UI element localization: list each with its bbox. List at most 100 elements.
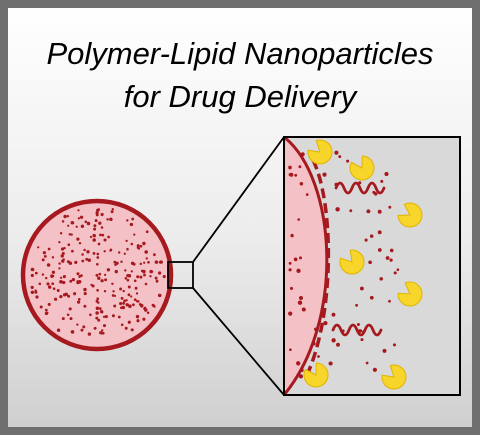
zoom-line-bottom: [192, 287, 285, 396]
panel-dot: [365, 361, 369, 365]
panel-dot: [288, 261, 292, 265]
panel-dot: [305, 193, 309, 196]
particle-dot: [62, 258, 65, 261]
particle-dot: [63, 246, 66, 250]
particle-dot: [119, 287, 123, 291]
particle-dot: [136, 244, 140, 248]
particle-dot: [89, 235, 93, 239]
particle-dot: [80, 224, 85, 228]
particle-dot: [113, 294, 117, 297]
panel-dot: [334, 150, 339, 155]
lipid-layer: [305, 159, 331, 376]
panel-dot: [369, 234, 374, 238]
panel-dot: [301, 307, 306, 312]
particle-dot: [81, 253, 84, 256]
panel-dot: [377, 230, 382, 235]
particle-dot: [50, 274, 54, 278]
panel-dot: [298, 165, 302, 169]
particle-dot: [137, 247, 141, 250]
particle-dot: [156, 279, 159, 282]
particle-dot: [93, 327, 97, 330]
particle-dot: [98, 307, 102, 310]
particle-dot: [103, 273, 107, 277]
particle-dot: [47, 302, 51, 306]
particle-dot: [127, 293, 131, 297]
particle-dot: [97, 318, 101, 322]
panel-dot: [288, 165, 292, 170]
particle-dot: [113, 260, 117, 264]
particle-dot: [70, 233, 73, 236]
particle-dot: [107, 235, 110, 239]
drug-molecule: [303, 362, 329, 388]
panel-dot: [377, 248, 382, 252]
particle-dot: [149, 275, 152, 278]
particle-dot: [142, 241, 146, 246]
particle-dot: [62, 293, 67, 297]
particle-dot: [92, 251, 96, 255]
particle-dot: [104, 278, 108, 282]
panel-dot: [323, 320, 328, 326]
particle-dot: [134, 286, 138, 290]
particle-dot: [97, 242, 101, 246]
particle-dot: [90, 283, 93, 287]
panel-dot: [331, 312, 336, 317]
particle-dot: [96, 297, 100, 301]
particle-dot: [85, 257, 89, 261]
particle-dot: [100, 279, 104, 283]
particle-dot: [101, 331, 105, 335]
particle-dot: [94, 219, 98, 223]
particle-dot: [68, 307, 72, 311]
particle-dot: [56, 328, 61, 332]
particle-dot: [59, 232, 63, 235]
particle-dot: [76, 237, 80, 241]
particle-dot: [56, 289, 60, 292]
particle-dot: [103, 250, 106, 253]
particle-dot: [100, 329, 104, 332]
panel-dot: [298, 374, 304, 379]
particle-dot: [66, 214, 70, 218]
particle-dot: [130, 261, 135, 266]
particle-dot: [71, 277, 76, 282]
particle-dot: [144, 282, 148, 286]
particle-dot: [87, 332, 92, 336]
particle-dot: [124, 269, 127, 272]
panel-dot: [382, 348, 387, 353]
particle-dot: [82, 325, 86, 329]
particle-dot: [143, 261, 146, 264]
panel-dot: [393, 271, 397, 275]
zoom-box: [167, 261, 194, 289]
particle-dot: [62, 275, 66, 279]
particle-dot: [52, 287, 56, 290]
particle-dot: [158, 260, 162, 264]
panel-dot: [356, 323, 360, 326]
particle-dot: [103, 238, 107, 242]
particle-dot: [66, 313, 70, 316]
particle-dot: [142, 317, 146, 321]
particle-dot: [96, 288, 99, 292]
panel-dot: [289, 286, 294, 290]
panel-dot: [297, 300, 303, 305]
particle-dot: [58, 240, 61, 244]
particle-dot: [99, 331, 103, 335]
particle-dot: [75, 225, 78, 228]
nanoparticle: [20, 198, 174, 352]
particle-dot: [30, 267, 35, 272]
particle-dot: [47, 247, 51, 251]
particle-dot: [139, 275, 143, 279]
particle-dot: [132, 303, 135, 307]
particle-dot: [46, 263, 51, 267]
particle-dot: [98, 272, 102, 276]
particle-dot: [112, 290, 115, 293]
particle-dot: [123, 299, 126, 303]
panel-dot: [299, 181, 304, 186]
particle-dot: [115, 261, 119, 265]
nanoparticle-dots: [30, 208, 166, 336]
particle-dot: [68, 261, 73, 265]
panel-dot: [389, 248, 394, 253]
particle-dot: [51, 282, 55, 286]
panel-dot: [368, 260, 372, 265]
particle-dot: [70, 220, 75, 225]
particle-dot: [70, 249, 74, 253]
panel-dot: [366, 209, 371, 214]
panel-dot: [314, 327, 318, 332]
